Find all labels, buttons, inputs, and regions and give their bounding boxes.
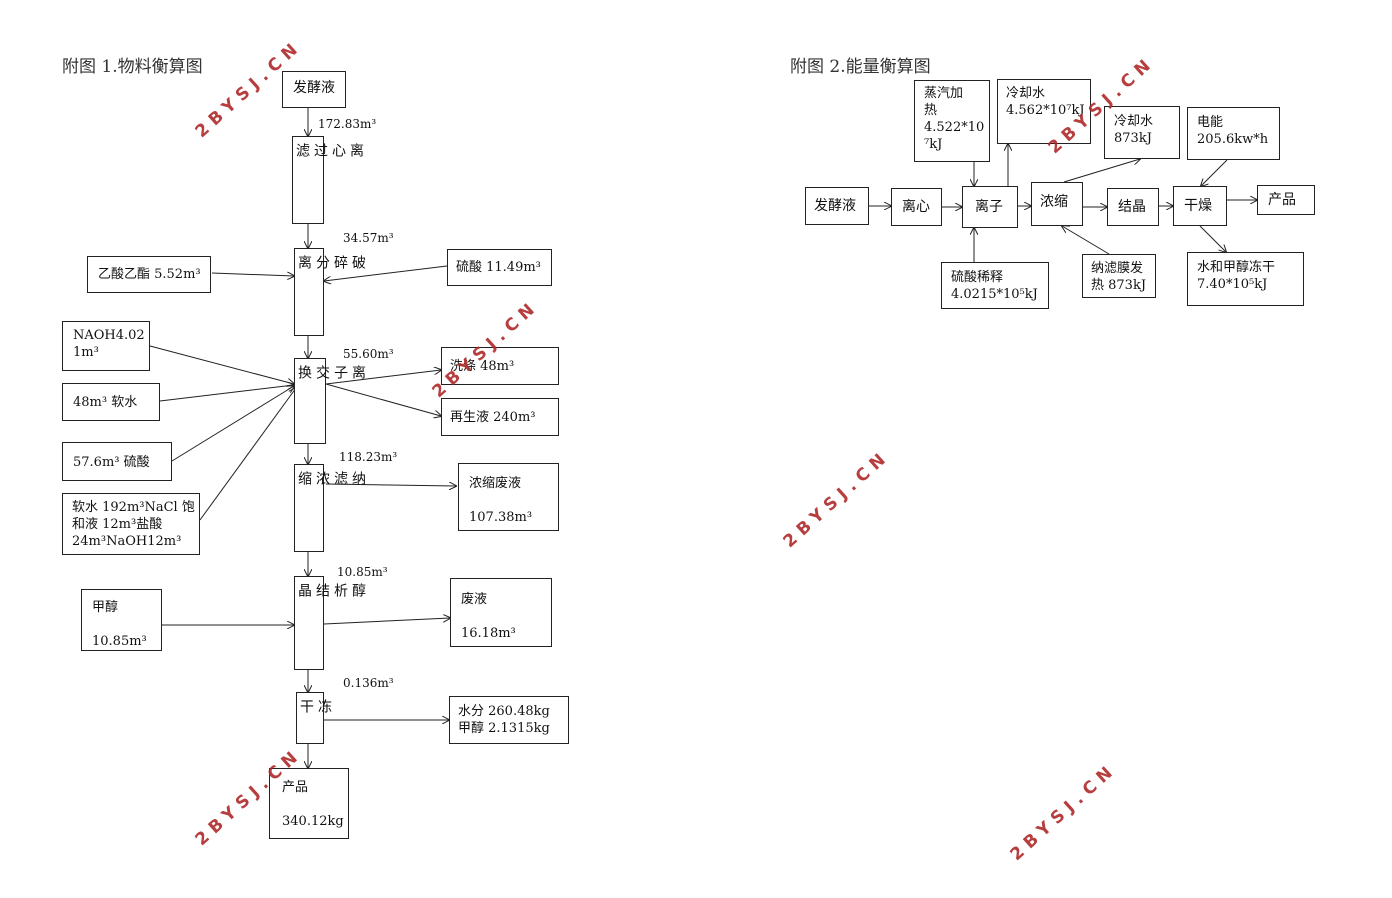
- energy-cooling-water-2: 冷却水 873kJ: [1104, 106, 1180, 159]
- input-soft-water: 48m³ 软水: [62, 383, 160, 421]
- input-naoh-label: NAOH4.02 1m³: [73, 328, 145, 360]
- energy-centrifuge-label: 离心: [902, 199, 930, 215]
- input-regen-mix: 软水 192m³NaCl 饱 和液 12m³盐酸 24m³NaOH12m³: [62, 493, 200, 555]
- energy-product: 产品: [1257, 185, 1315, 215]
- energy-cooling-water-1-label: 冷却水 4.562*10⁷kJ: [1006, 86, 1085, 118]
- step-ion-exchange: 离 子 交 换: [294, 358, 366, 444]
- product-box: 产品 340.12kg: [269, 768, 349, 839]
- flow-6: 0.136m³: [343, 676, 394, 690]
- input-sulfuric-acid: 硫酸 11.49m³: [447, 249, 552, 286]
- material-balance-title: 附图 1.物料衡算图: [62, 57, 203, 77]
- input-ethyl-acetate-label: 乙酸乙酯 5.52m³: [98, 267, 201, 282]
- product-label: 产品 340.12kg: [282, 780, 344, 829]
- step-alcohol-crystallize: 醇 析 结 晶: [294, 576, 366, 670]
- energy-crystallize-label: 结晶: [1118, 199, 1146, 215]
- energy-freeze-dry-label: 水和甲醇冻干 7.40*10⁵kJ: [1197, 260, 1276, 292]
- energy-ion-label: 离子: [975, 199, 1003, 215]
- input-naoh: NAOH4.02 1m³: [62, 321, 150, 371]
- step-centrifuge-filter: 离 心 过 滤: [292, 136, 364, 224]
- output-wash: 洗涤 48m³: [441, 347, 559, 385]
- output-wash-label: 洗涤 48m³: [450, 359, 515, 374]
- output-water-methanol: 水分 260.48kg 甲醇 2.1315kg: [449, 696, 569, 744]
- output-water-methanol-label: 水分 260.48kg 甲醇 2.1315kg: [458, 704, 550, 736]
- flow-1: 172.83m³: [318, 117, 377, 131]
- flow-5: 10.85m³: [337, 565, 388, 579]
- energy-fermentation-broth-label: 发酵液: [814, 198, 856, 214]
- flow-4: 118.23m³: [339, 450, 398, 464]
- input-sulfuric-acid-2: 57.6m³ 硫酸: [62, 442, 172, 481]
- step-nanofiltration-label: 纳 滤 浓 缩: [296, 471, 366, 485]
- output-waste-label: 废液 16.18m³: [461, 592, 516, 641]
- input-methanol: 甲醇 10.85m³: [81, 589, 162, 651]
- energy-dry-label: 干燥: [1184, 198, 1212, 214]
- energy-steam-heating: 蒸汽加 热 4.522*10 ⁷kJ: [914, 80, 990, 162]
- step-nanofiltration: 纳 滤 浓 缩: [294, 464, 366, 552]
- flow-2: 34.57m³: [343, 231, 394, 245]
- energy-nanofiltration-heat: 纳滤膜发 热 873kJ: [1082, 254, 1156, 298]
- energy-fermentation-broth: 发酵液: [805, 187, 869, 225]
- energy-dry: 干燥: [1173, 186, 1227, 226]
- energy-cooling-water-1: 冷却水 4.562*10⁷kJ: [997, 79, 1091, 144]
- fermentation-broth-label: 发酵液: [293, 80, 335, 96]
- energy-electricity-label: 电能 205.6kw*h: [1197, 115, 1269, 147]
- output-concentrate-waste: 浓缩废液 107.38m³: [458, 463, 559, 531]
- output-regeneration-label: 再生液 240m³: [450, 410, 536, 425]
- input-sulfuric-acid-2-label: 57.6m³ 硫酸: [73, 455, 150, 470]
- step-crush-separate: 破 碎 分 离: [294, 248, 366, 336]
- energy-acid-dilution: 硫酸稀释 4.0215*10⁵kJ: [941, 262, 1049, 309]
- input-methanol-label: 甲醇 10.85m³: [92, 600, 147, 649]
- step-freeze-dry: 冻 干: [296, 692, 332, 744]
- energy-concentrate-label: 浓缩: [1040, 194, 1068, 210]
- energy-cooling-water-2-label: 冷却水 873kJ: [1114, 114, 1154, 146]
- step-crush-separate-label: 破 碎 分 离: [296, 255, 366, 269]
- input-soft-water-label: 48m³ 软水: [73, 395, 138, 410]
- energy-acid-dilution-label: 硫酸稀释 4.0215*10⁵kJ: [951, 270, 1038, 302]
- energy-electricity: 电能 205.6kw*h: [1187, 107, 1280, 160]
- input-regen-mix-label: 软水 192m³NaCl 饱 和液 12m³盐酸 24m³NaOH12m³: [72, 500, 195, 549]
- input-sulfuric-acid-label: 硫酸 11.49m³: [456, 260, 541, 275]
- energy-steam-heating-label: 蒸汽加 热 4.522*10 ⁷kJ: [924, 86, 985, 152]
- step-alcohol-crystallize-label: 醇 析 结 晶: [296, 583, 366, 597]
- output-waste: 废液 16.18m³: [450, 578, 552, 647]
- step-centrifuge-filter-label: 离 心 过 滤: [294, 143, 364, 157]
- energy-crystallize: 结晶: [1107, 188, 1159, 226]
- input-ethyl-acetate: 乙酸乙酯 5.52m³: [87, 256, 211, 293]
- energy-nanofiltration-heat-label: 纳滤膜发 热 873kJ: [1091, 261, 1147, 293]
- energy-balance-title: 附图 2.能量衡算图: [790, 57, 931, 77]
- fermentation-broth-box: 发酵液: [282, 71, 346, 108]
- step-freeze-dry-label: 冻 干: [298, 699, 332, 713]
- energy-concentrate: 浓缩: [1031, 182, 1083, 226]
- energy-freeze-dry: 水和甲醇冻干 7.40*10⁵kJ: [1187, 252, 1304, 306]
- output-regeneration: 再生液 240m³: [441, 398, 559, 436]
- step-ion-exchange-label: 离 子 交 换: [296, 365, 366, 379]
- flow-3: 55.60m³: [343, 347, 394, 361]
- output-concentrate-waste-label: 浓缩废液 107.38m³: [469, 476, 533, 525]
- energy-ion: 离子: [962, 186, 1018, 228]
- energy-product-label: 产品: [1268, 192, 1296, 208]
- energy-centrifuge: 离心: [891, 188, 942, 226]
